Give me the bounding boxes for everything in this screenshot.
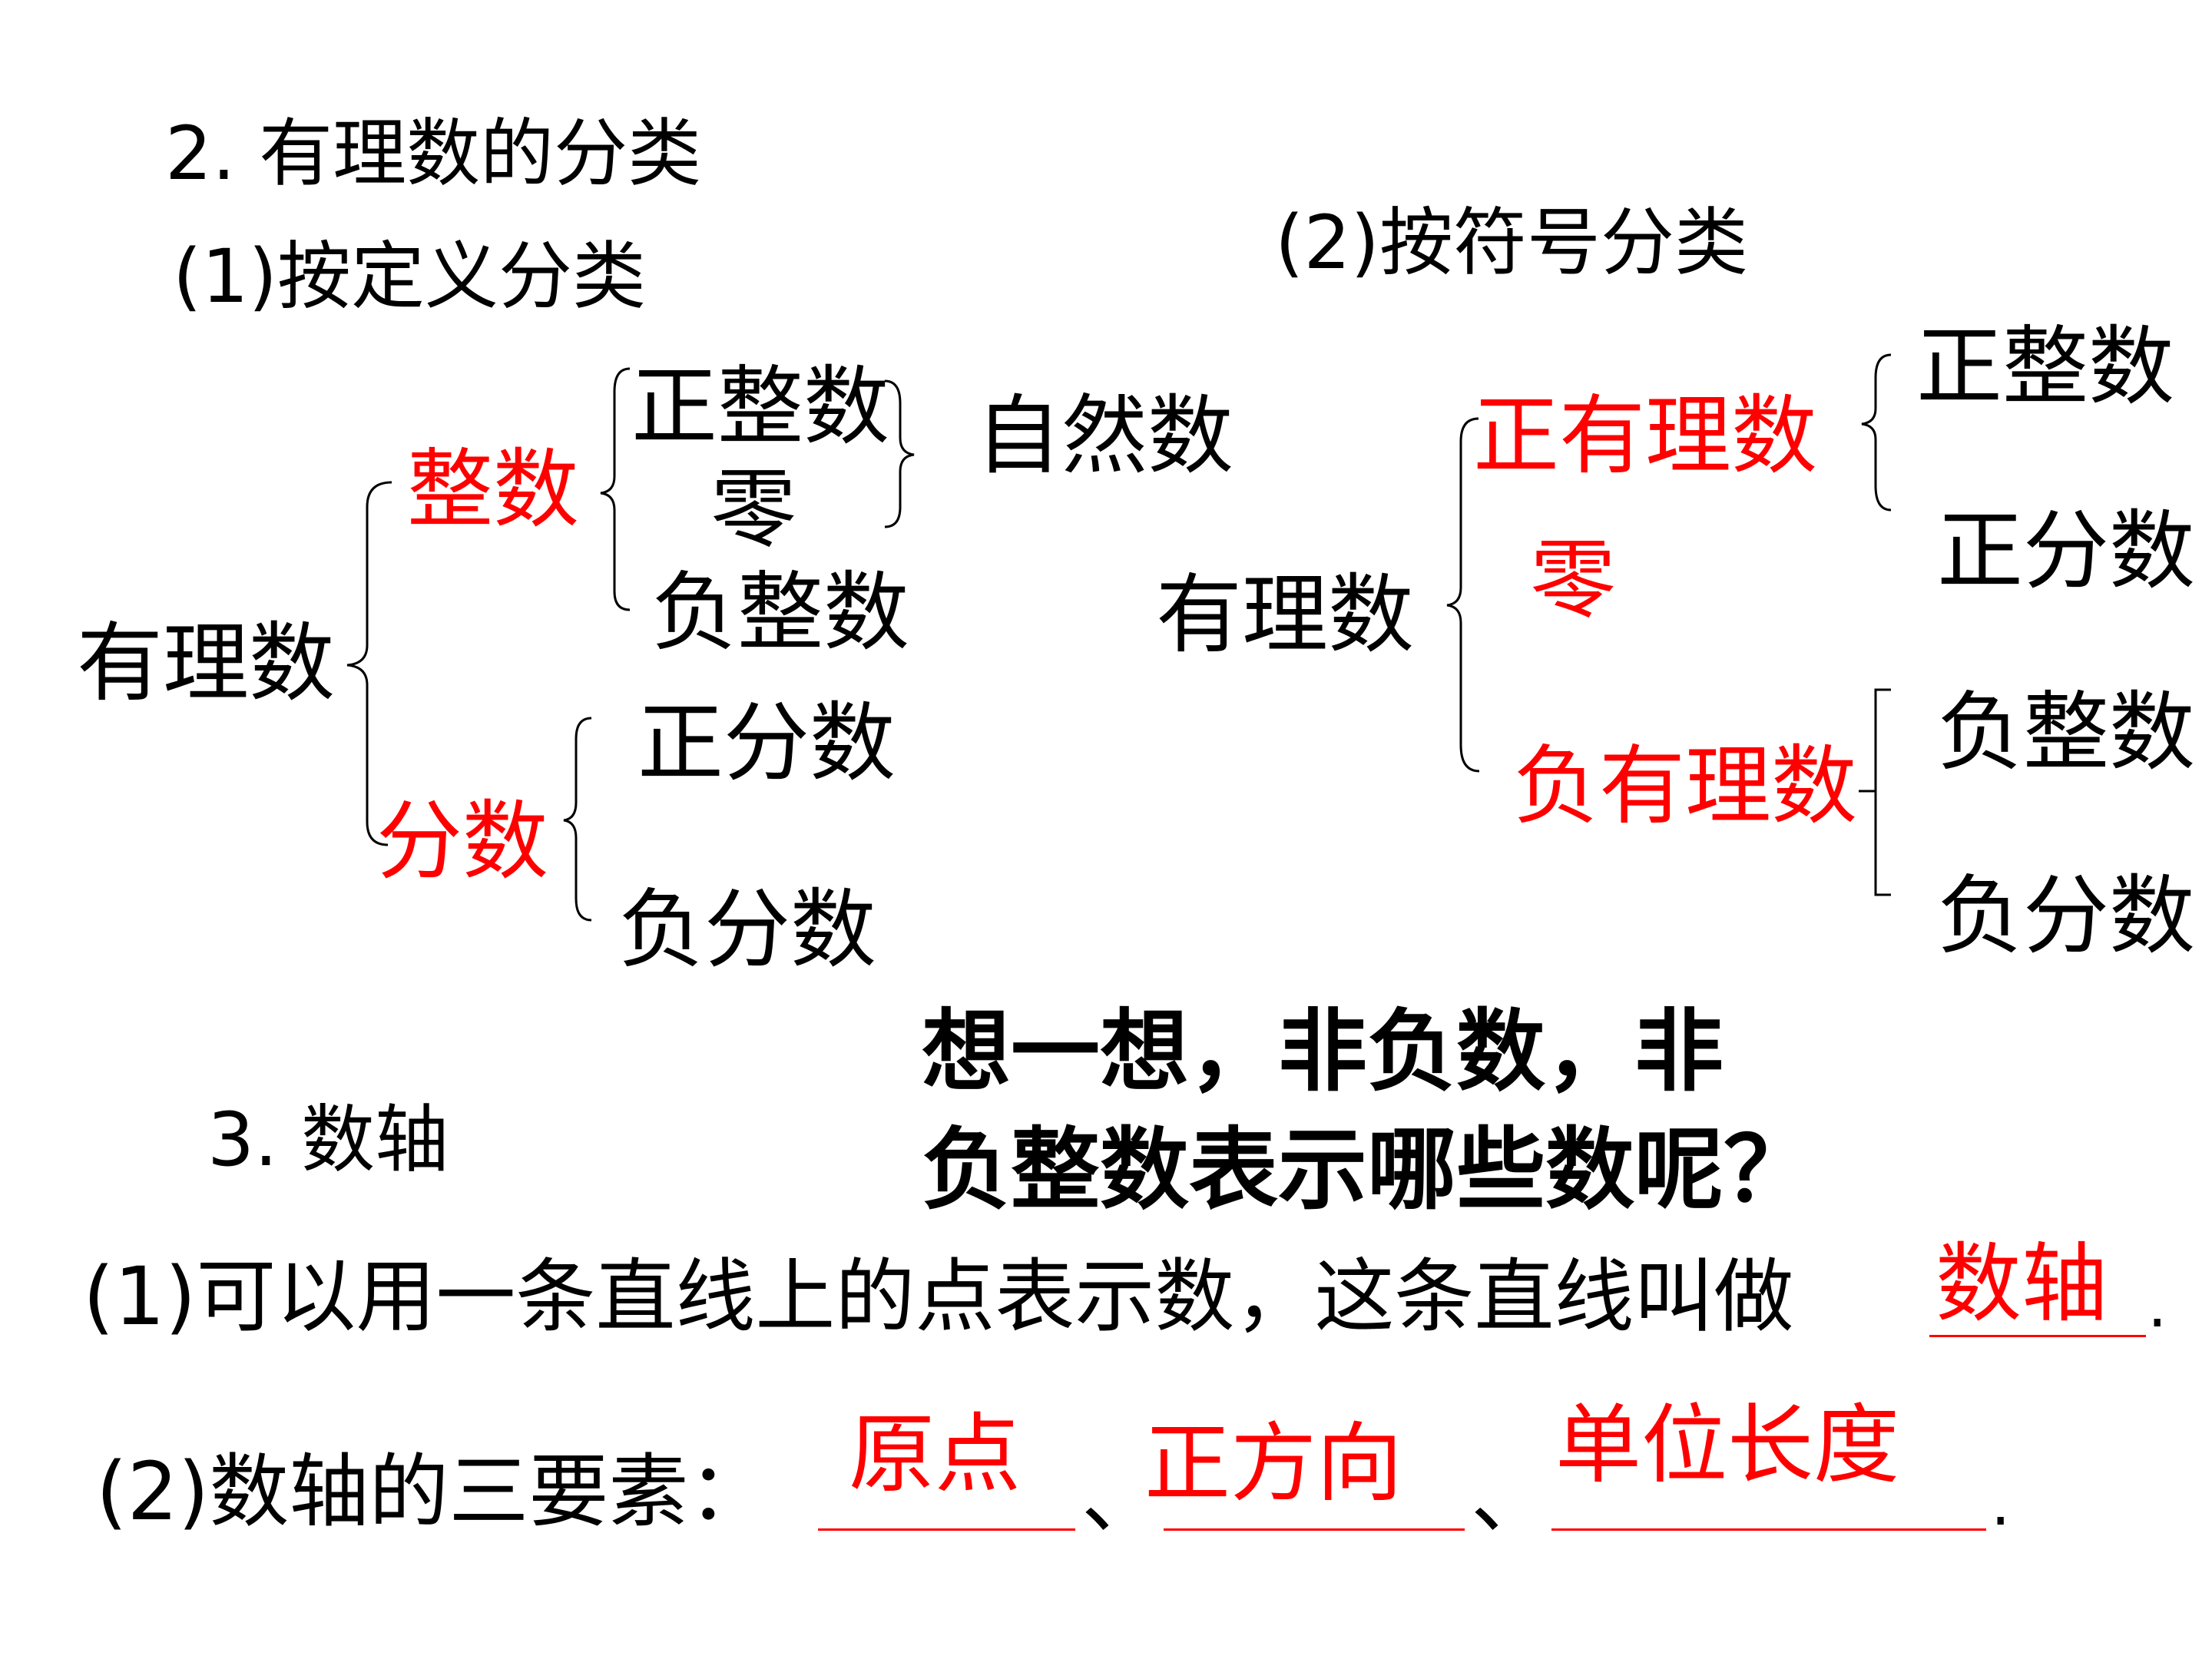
brace-rational-main — [346, 481, 392, 846]
section2-title: 2. 有理数的分类 — [165, 111, 702, 197]
brace-integer — [600, 367, 631, 611]
p1-fraction: 分数 — [376, 792, 548, 892]
p1-positive-integer: 正整数 — [631, 357, 889, 457]
axis-elements-sep1: 、 — [1081, 1451, 1162, 1545]
brace-negative-rational — [1859, 688, 1891, 896]
part2-heading: (2)按符号分类 — [1275, 200, 1748, 286]
brace-natural — [884, 379, 915, 528]
p1-positive-fraction: 正分数 — [637, 694, 896, 793]
blank-origin — [818, 1528, 1075, 1531]
p2-negative-fraction: 负分数 — [1937, 866, 2195, 966]
axis-element-direction: 正方向 — [1144, 1414, 1402, 1514]
axis-definition-text: (1)可以用一条直线上的点表示数，这条直线叫做 — [83, 1250, 1794, 1343]
brace-positive-rational — [1861, 353, 1892, 512]
p2-zero: 零 — [1530, 531, 1616, 631]
axis-elements-sep2: 、 — [1471, 1451, 1551, 1545]
axis-definition-end: . — [2147, 1270, 2167, 1341]
p1-natural-number: 自然数 — [975, 386, 1233, 486]
p2-positive-fraction: 正分数 — [1937, 502, 2195, 601]
p2-negative-integer: 负整数 — [1937, 683, 2195, 783]
p1-root-rational: 有理数 — [77, 614, 335, 714]
question-line1: 想一想，非负数，非 — [922, 1000, 1724, 1104]
blank-direction — [1164, 1528, 1465, 1531]
axis-definition-blank — [1929, 1335, 2146, 1337]
blank-unit-length — [1551, 1528, 1986, 1531]
p2-positive-integer: 正整数 — [1916, 317, 2174, 417]
part1-heading: (1)按定义分类 — [173, 233, 646, 320]
axis-definition-answer: 数轴 — [1936, 1234, 2108, 1334]
p1-zero: 零 — [710, 460, 796, 560]
p1-integer: 整数 — [407, 440, 579, 540]
axis-element-origin: 原点 — [849, 1405, 1021, 1505]
p1-negative-fraction: 负分数 — [618, 880, 876, 980]
axis-element-unit-length: 单位长度 — [1555, 1396, 1899, 1495]
brace-rational-sign — [1446, 417, 1480, 773]
question-line2: 负整数表示哪些数呢？ — [922, 1118, 1813, 1222]
p2-root-rational: 有理数 — [1156, 565, 1414, 665]
axis-elements-text: (2)数轴的三要素： — [96, 1445, 769, 1538]
p2-negative-rational: 负有理数 — [1513, 737, 1857, 836]
p1-negative-integer: 负整数 — [651, 563, 909, 663]
section3-title: 3. 数轴 — [207, 1097, 449, 1183]
axis-elements-end: . — [1991, 1468, 2011, 1539]
brace-fraction — [563, 717, 592, 922]
p2-positive-rational: 正有理数 — [1473, 386, 1817, 486]
